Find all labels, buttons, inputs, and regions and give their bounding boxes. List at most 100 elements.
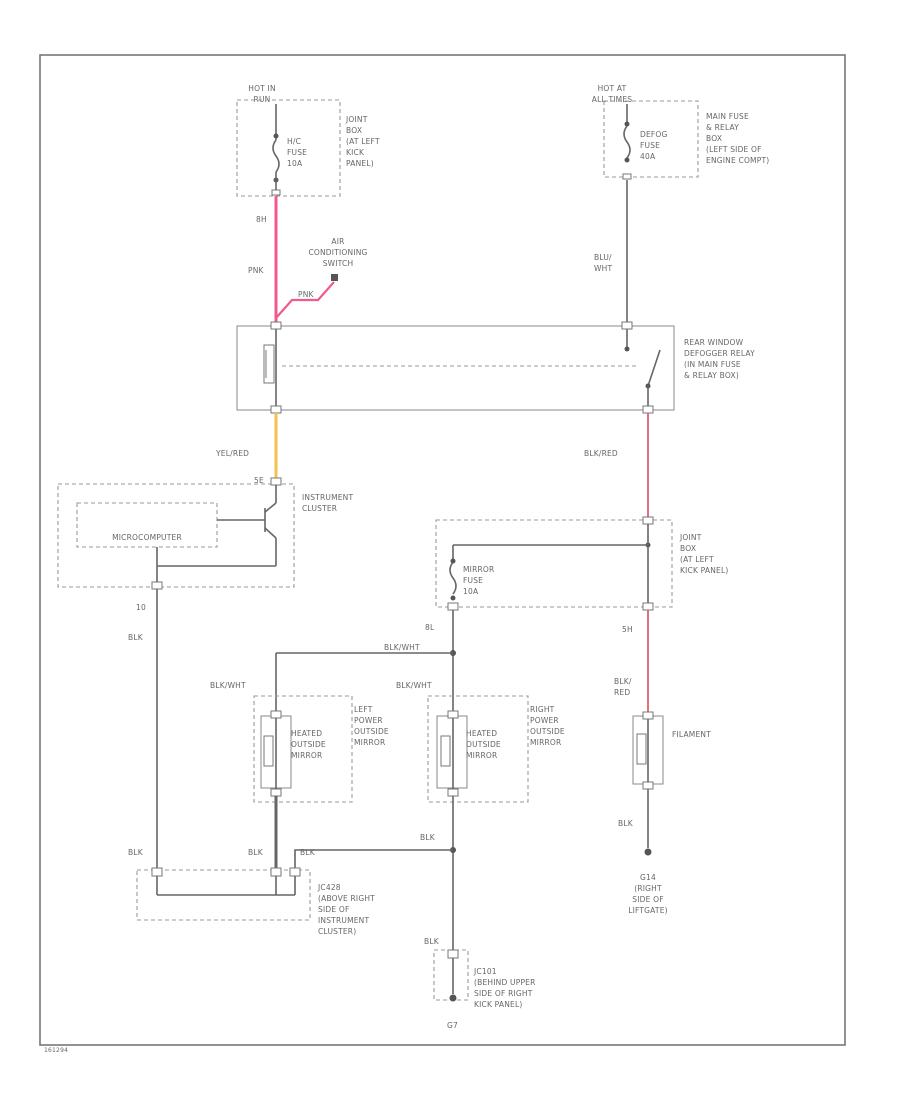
svg-text:SIDE OF RIGHT: SIDE OF RIGHT	[474, 989, 533, 998]
svg-text:G14: G14	[640, 873, 656, 882]
svg-text:HOT AT: HOT AT	[598, 84, 627, 93]
wire-blk-bottom-label: BLK	[424, 937, 440, 946]
svg-text:LEFT: LEFT	[354, 705, 373, 714]
ac-switch-terminal	[331, 274, 338, 281]
svg-text:HEATED: HEATED	[466, 729, 497, 738]
svg-text:DEFOG: DEFOG	[640, 130, 668, 139]
transistor-collector	[264, 502, 277, 513]
relay-contact	[624, 346, 630, 352]
ground-bus-wire	[294, 849, 453, 872]
svg-text:SWITCH: SWITCH	[323, 259, 354, 268]
jc101-label: JC101 (BEHIND UPPER SIDE OF RIGHT KICK P…	[473, 967, 536, 1009]
pin-8l-label: 8L	[425, 623, 435, 632]
defog-fuse-icon	[623, 125, 631, 159]
jc428-label: JC428 (ABOVE RIGHT SIDE OF INSTRUMENT CL…	[317, 883, 375, 936]
heater-icon-right	[440, 735, 451, 767]
defog-connector	[622, 173, 632, 180]
relay-terminal-tl	[270, 321, 282, 330]
svg-text:10A: 10A	[463, 587, 479, 596]
svg-text:OUTSIDE: OUTSIDE	[354, 727, 389, 736]
joint-box-1-label: JOINT BOX (AT LEFT KICK PANEL)	[345, 115, 380, 168]
jc428-outline	[136, 869, 311, 921]
mirror-fuse-connector	[447, 602, 459, 611]
svg-text:OUTSIDE: OUTSIDE	[530, 727, 565, 736]
hvac-fuse-icon	[272, 139, 280, 173]
svg-text:CLUSTER): CLUSTER)	[318, 927, 356, 936]
hvac-fuse-label: H/C FUSE 10A	[287, 137, 307, 168]
svg-text:INSTRUMENT: INSTRUMENT	[318, 916, 369, 925]
heated-mirror-right-label: HEATED OUTSIDE MIRROR	[466, 729, 501, 760]
svg-text:BOX: BOX	[706, 134, 722, 143]
svg-text:HEATED: HEATED	[291, 729, 322, 738]
right-mirror-terminal-top	[447, 710, 459, 719]
svg-text:(RIGHT: (RIGHT	[634, 884, 662, 893]
svg-text:ENGINE COMPT): ENGINE COMPT)	[706, 156, 769, 165]
svg-text:MIRROR: MIRROR	[291, 751, 322, 760]
svg-text:(BEHIND UPPER: (BEHIND UPPER	[474, 978, 536, 987]
jc101-pin	[447, 949, 459, 959]
svg-text:POWER: POWER	[530, 716, 559, 725]
svg-text:RIGHT: RIGHT	[530, 705, 555, 714]
defogger-relay-label: REAR WINDOW DEFOGGER RELAY (IN MAIN FUSE…	[684, 338, 755, 380]
svg-text:MIRROR: MIRROR	[530, 738, 561, 747]
svg-text:CLUSTER: CLUSTER	[302, 504, 337, 513]
pink-branch-wire	[275, 281, 335, 319]
mirror-fuse-term-bottom	[450, 595, 456, 601]
hot-at-all-times-label: HOT AT ALL TIMES	[592, 84, 632, 104]
heater-icon-left	[263, 735, 274, 767]
microcomputer-label: MICROCOMPUTER	[112, 533, 182, 542]
svg-text:BOX: BOX	[680, 544, 696, 553]
wire-blk-wht-top-label: BLK/WHT	[384, 643, 420, 652]
figure-id: 161294	[44, 1047, 68, 1054]
hvac-fuse-term-top	[273, 133, 279, 139]
svg-text:ALL TIMES: ALL TIMES	[592, 95, 632, 104]
svg-text:(AT LEFT: (AT LEFT	[346, 137, 380, 146]
svg-text:LIFTGATE): LIFTGATE)	[628, 906, 668, 915]
svg-text:JC428: JC428	[317, 883, 341, 892]
defog-fuse-term-top	[624, 121, 630, 127]
joint-box-2-outline	[435, 519, 673, 608]
svg-text:FUSE: FUSE	[463, 576, 483, 585]
main-fuse-box-outline	[603, 100, 699, 178]
svg-text:WHT: WHT	[594, 264, 612, 273]
svg-text:FUSE: FUSE	[287, 148, 307, 157]
svg-text:POWER: POWER	[354, 716, 383, 725]
svg-text:HOT IN: HOT IN	[248, 84, 276, 93]
hvac-connector	[271, 189, 281, 196]
svg-text:MAIN FUSE: MAIN FUSE	[706, 112, 749, 121]
svg-text:DEFOGGER RELAY: DEFOGGER RELAY	[684, 349, 755, 358]
filament-terminal-top	[642, 711, 654, 720]
svg-text:H/C: H/C	[287, 137, 301, 146]
pin-5h-label: 5H	[622, 625, 633, 634]
jc428-pin-1	[151, 867, 163, 877]
joint-box-2-out-connector	[642, 602, 654, 611]
svg-text:INSTRUMENT: INSTRUMENT	[302, 493, 353, 502]
wire-pnk2-label: PNK	[298, 290, 315, 299]
wire-blk-j2-label: BLK	[248, 848, 264, 857]
transistor-emitter	[264, 527, 277, 539]
wire-blk-mid-label: BLK	[420, 833, 436, 842]
svg-text:SIDE OF: SIDE OF	[632, 895, 664, 904]
joint-box-2-connector	[642, 516, 654, 525]
left-mirror-outline	[253, 695, 353, 803]
svg-text:(AT LEFT: (AT LEFT	[680, 555, 714, 564]
svg-text:KICK PANEL): KICK PANEL)	[474, 1000, 523, 1009]
jc428-pin-3	[289, 867, 301, 877]
svg-text:OUTSIDE: OUTSIDE	[466, 740, 501, 749]
wire-yel-red-label: YEL/RED	[215, 449, 249, 458]
mirror-fuse-term-top	[450, 558, 456, 564]
cluster-connector-bottom	[151, 581, 163, 590]
svg-text:OUTSIDE: OUTSIDE	[291, 740, 326, 749]
pin-10-label: 10	[136, 603, 146, 612]
joint-box-2-label: JOINT BOX (AT LEFT KICK PANEL)	[679, 533, 729, 575]
svg-text:CONDITIONING: CONDITIONING	[308, 248, 367, 257]
svg-text:JOINT: JOINT	[345, 115, 368, 124]
left-mirror-terminal-top	[270, 710, 282, 719]
svg-text:SIDE OF: SIDE OF	[318, 905, 350, 914]
right-mirror-terminal-bottom	[447, 788, 459, 797]
cluster-connector-top	[270, 477, 282, 486]
svg-text:KICK PANEL): KICK PANEL)	[680, 566, 729, 575]
relay-terminal-br	[642, 405, 654, 414]
wire-blk-j3-label: BLK	[300, 848, 316, 857]
svg-text:PANEL): PANEL)	[346, 159, 374, 168]
